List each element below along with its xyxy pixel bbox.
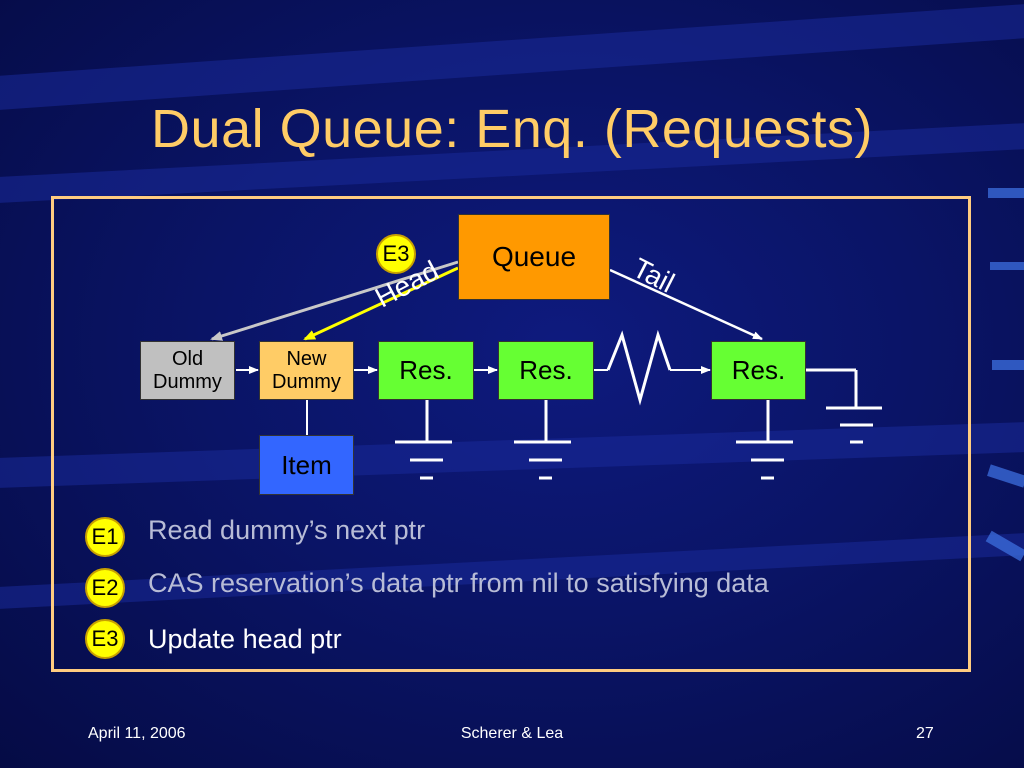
e3-badge: E3: [85, 619, 125, 659]
new-dummy-line2: Dummy: [272, 370, 341, 393]
tail-pointer: [609, 268, 763, 341]
e1-badge: E1: [85, 517, 125, 557]
ground-symbol: [736, 400, 793, 480]
new-dummy-node: New Dummy: [259, 341, 354, 400]
step-e1-text: Read dummy’s next ptr: [148, 515, 426, 545]
old-dummy-line1: Old: [171, 347, 204, 370]
step-e2-text: CAS reservation’s data ptr from nil to s…: [148, 568, 769, 598]
zigzag-gap: [606, 329, 672, 406]
e2-badge: E2: [85, 568, 125, 608]
reservation-label: Res.: [519, 355, 573, 385]
reservation-node-1: Res.: [378, 341, 474, 400]
step-e3-text: Update head ptr: [148, 624, 342, 654]
item-label: Item: [281, 449, 332, 480]
old-dummy-line2: Dummy: [153, 370, 222, 393]
reservation-label: Res.: [399, 355, 453, 385]
item-node: Item: [259, 435, 354, 495]
footer-authors: Scherer & Lea: [460, 725, 564, 742]
ground-symbol: [514, 400, 571, 480]
head-pointer: [303, 266, 459, 341]
e3-badge-diagram: E3: [376, 234, 416, 274]
reservation-label: Res.: [731, 355, 786, 385]
footer-date: April 11, 2006: [88, 725, 186, 742]
old-head-pointer: [210, 260, 459, 341]
ground-symbol: [395, 400, 452, 480]
queue-label: Queue: [491, 241, 577, 272]
slide-title: Dual Queue: Enq. (Requests): [151, 99, 873, 159]
old-dummy-node: Old Dummy: [140, 341, 235, 400]
null-ground-symbol: [806, 368, 882, 444]
content-frame: [51, 196, 971, 672]
footer-page-number: 27: [916, 725, 934, 742]
reservation-node-3: Res.: [711, 341, 806, 400]
new-dummy-line1: New: [286, 347, 327, 370]
reservation-node-2: Res.: [498, 341, 594, 400]
queue-box: Queue: [458, 214, 610, 300]
